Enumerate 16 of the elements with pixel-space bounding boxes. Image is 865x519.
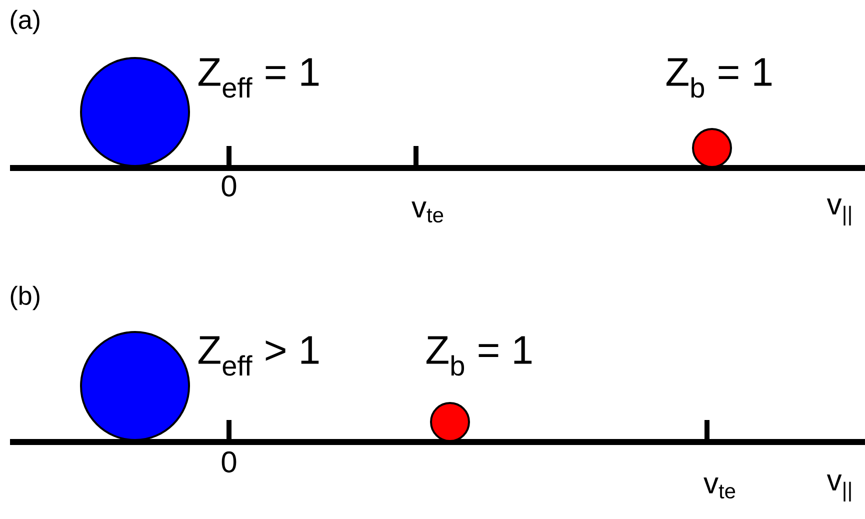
tick-label: 0: [222, 451, 236, 473]
charge-label: Z$_{b}$ = 1: [666, 58, 772, 98]
panel-label: (a): [10, 10, 40, 34]
large-circle: [80, 57, 190, 167]
axis-label: v$_{||}$: [826, 198, 851, 226]
large-circle: [80, 331, 190, 441]
charge-label: Z$_{b}$ = 1: [426, 336, 532, 376]
small-circle: [692, 128, 732, 168]
panel-label: (b): [10, 286, 40, 310]
tick-label: v$_{te}$: [412, 201, 444, 223]
axis-label: v$_{||}$: [826, 474, 851, 502]
charge-label: Z$_{eff}$ > 1: [198, 336, 319, 376]
small-circle: [430, 402, 470, 442]
charge-label: Z$_{eff}$ = 1: [198, 58, 319, 98]
tick-label: 0: [222, 175, 236, 197]
tick-label: v$_{te}$: [704, 477, 736, 499]
